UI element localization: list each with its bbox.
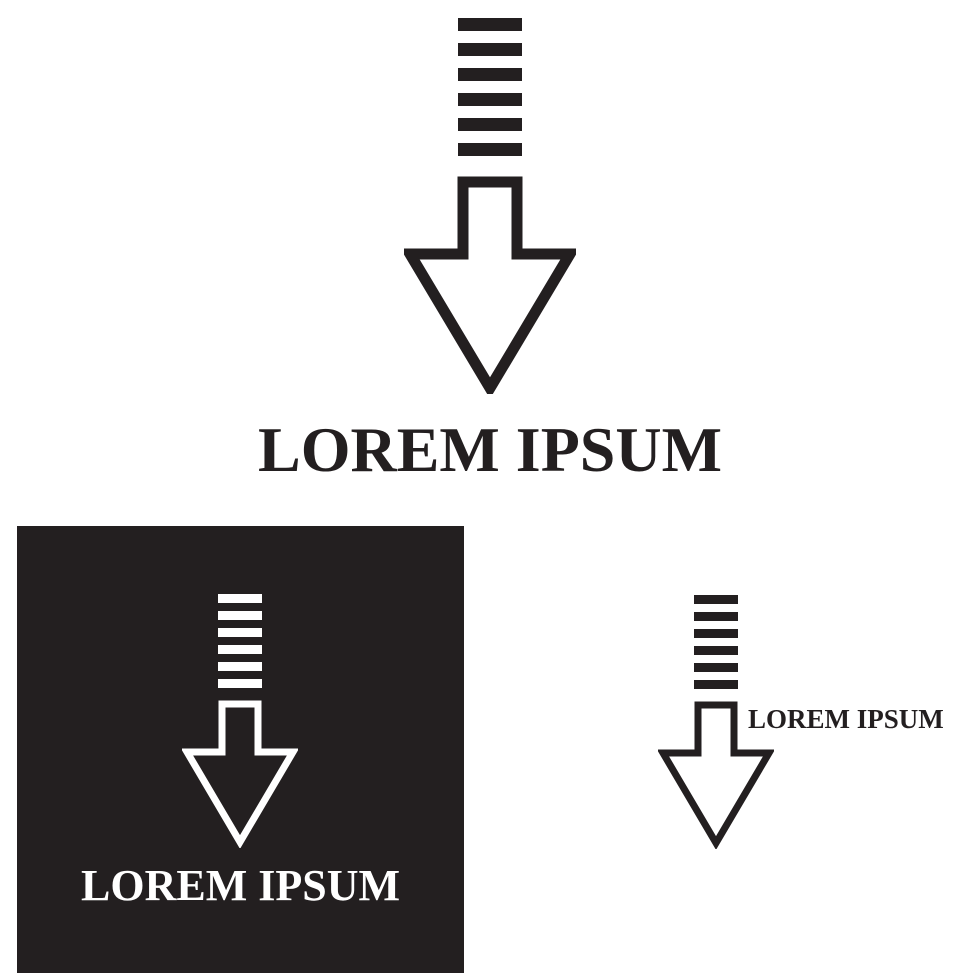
logo-wordmark: LOREM IPSUM bbox=[258, 414, 722, 485]
dark-logo-panel: LOREM IPSUM bbox=[17, 526, 464, 973]
logo-wordmark: LOREM IPSUM bbox=[748, 704, 944, 734]
down-arrow-icon bbox=[404, 18, 576, 394]
logo-wordmark: LOREM IPSUM bbox=[81, 861, 400, 910]
down-arrow-icon bbox=[182, 594, 298, 848]
down-arrow-icon bbox=[658, 595, 774, 849]
